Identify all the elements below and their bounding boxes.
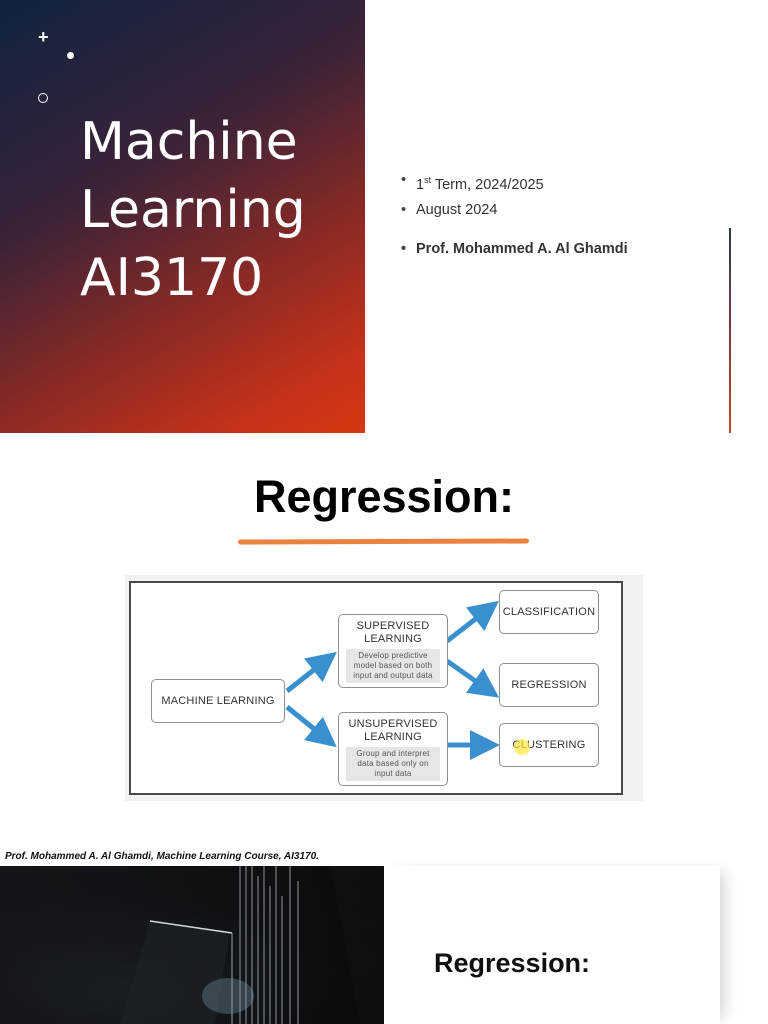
node-machine-learning: MACHINE LEARNING: [151, 679, 285, 723]
term-ordinal: 1: [416, 176, 425, 193]
node-regression: REGRESSION: [499, 663, 599, 707]
node-supervised-learning: SUPERVISED LEARNING Develop predictive m…: [338, 614, 448, 688]
arrow-to-regression: [445, 658, 500, 698]
slide-3-title: Regression:: [434, 948, 591, 978]
dot-decoration-icon: [67, 52, 74, 59]
title-gradient-panel: + Machine Learning AI3170: [0, 0, 365, 433]
abstract-lines-graphic: [0, 866, 384, 1024]
unsupervised-title-line-2: LEARNING: [364, 730, 422, 743]
node-classification: CLASSIFICATION: [499, 590, 599, 634]
title-slide: + Machine Learning AI3170 1st Term, 2024…: [0, 0, 768, 433]
supervised-description: Develop predictive model based on both i…: [346, 648, 440, 683]
course-info-list: 1st Term, 2024/2025 August 2024 Prof. Mo…: [401, 168, 628, 262]
node-clustering-label: CLUSTERING: [512, 739, 586, 751]
regression-slide-2: Regression:: [0, 866, 768, 1024]
date-item: August 2024: [401, 198, 628, 223]
title-info-panel: 1st Term, 2024/2025 August 2024 Prof. Mo…: [365, 0, 768, 433]
professor-item: Prof. Mohammed A. Al Ghamdi: [401, 237, 628, 262]
node-regression-label: REGRESSION: [511, 679, 587, 691]
slide-caption: Prof. Mohammed A. Al Ghamdi, Machine Lea…: [5, 851, 319, 862]
arrow-to-classification: [445, 600, 499, 643]
cursor-highlight-icon: [514, 739, 530, 755]
slide-title: Regression:: [253, 471, 515, 522]
course-title-line-3: AI3170: [80, 248, 264, 308]
diagram-frame: MACHINE LEARNING SUPERVISED LEARNING Dev…: [129, 581, 623, 795]
course-title: Machine Learning AI3170: [80, 108, 360, 312]
course-title-line-1: Machine: [80, 112, 298, 172]
node-machine-learning-label: MACHINE LEARNING: [161, 695, 275, 707]
term-text: Term, 2024/2025: [431, 176, 544, 193]
diagram-arrows: [285, 600, 500, 760]
title-underline: [237, 538, 530, 545]
term-item: 1st Term, 2024/2025: [401, 168, 628, 198]
slide-3-card: Regression:: [384, 866, 720, 1024]
unsupervised-title-line-1: UNSUPERVISED: [348, 717, 438, 730]
node-clustering: CLUSTERING: [499, 723, 599, 767]
arrow-to-unsupervised: [285, 705, 337, 748]
arrow-to-supervised: [285, 651, 337, 693]
supervised-title-line-2: LEARNING: [364, 632, 422, 645]
node-unsupervised-learning: UNSUPERVISED LEARNING Group and interpre…: [338, 712, 448, 786]
node-classification-label: CLASSIFICATION: [502, 606, 596, 618]
plus-decoration-icon: +: [38, 27, 49, 47]
term-ordinal-suffix: st: [424, 175, 432, 185]
abstract-dark-image: [0, 866, 384, 1024]
ml-types-diagram: MACHINE LEARNING SUPERVISED LEARNING Dev…: [125, 575, 643, 801]
course-title-line-2: Learning: [80, 180, 306, 240]
supervised-title-line-1: SUPERVISED: [356, 619, 430, 632]
accent-vertical-line: [729, 228, 731, 433]
ring-decoration-icon: [38, 93, 48, 103]
regression-slide: Regression: MACHINE LEARNING SUPERVIS: [0, 433, 768, 865]
unsupervised-description: Group and interpret data based only on i…: [346, 746, 440, 781]
